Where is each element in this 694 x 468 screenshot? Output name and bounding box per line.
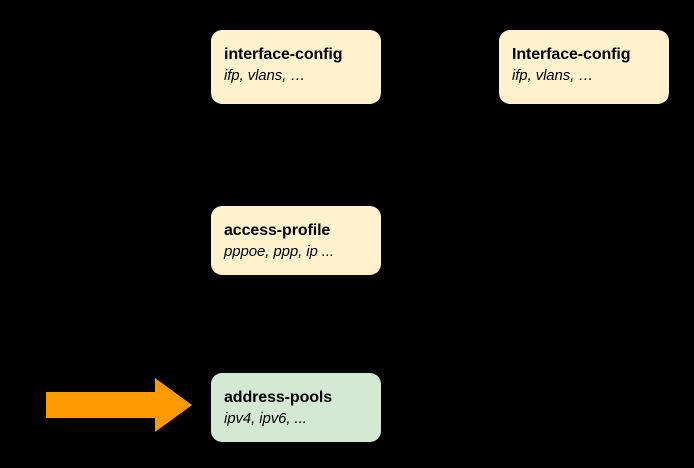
node-interface-config-right[interactable]: Interface-config ifp, vlans, … xyxy=(499,30,669,104)
node-subtitle: pppoe, ppp, ip ... xyxy=(224,243,334,260)
node-title: Interface-config xyxy=(512,46,631,63)
node-title: address-pools xyxy=(224,389,333,406)
node-address-pools[interactable]: address-pools ipv4, ipv6, ... xyxy=(211,373,381,442)
node-title: interface-config xyxy=(224,46,343,63)
node-interface-config-left[interactable]: interface-config ifp, vlans, … xyxy=(211,30,381,104)
node-subtitle: ifp, vlans, … xyxy=(512,67,594,84)
node-title: access-profile xyxy=(224,222,331,239)
node-subtitle: ipv4, ipv6, ... xyxy=(224,410,307,427)
arrow-right-shape xyxy=(46,378,192,432)
arrow-right-icon xyxy=(44,374,194,436)
node-subtitle: ifp, vlans, … xyxy=(224,67,306,84)
arrow-right-icon-svg xyxy=(46,378,192,432)
node-access-profile[interactable]: access-profile pppoe, ppp, ip ... xyxy=(211,206,381,275)
